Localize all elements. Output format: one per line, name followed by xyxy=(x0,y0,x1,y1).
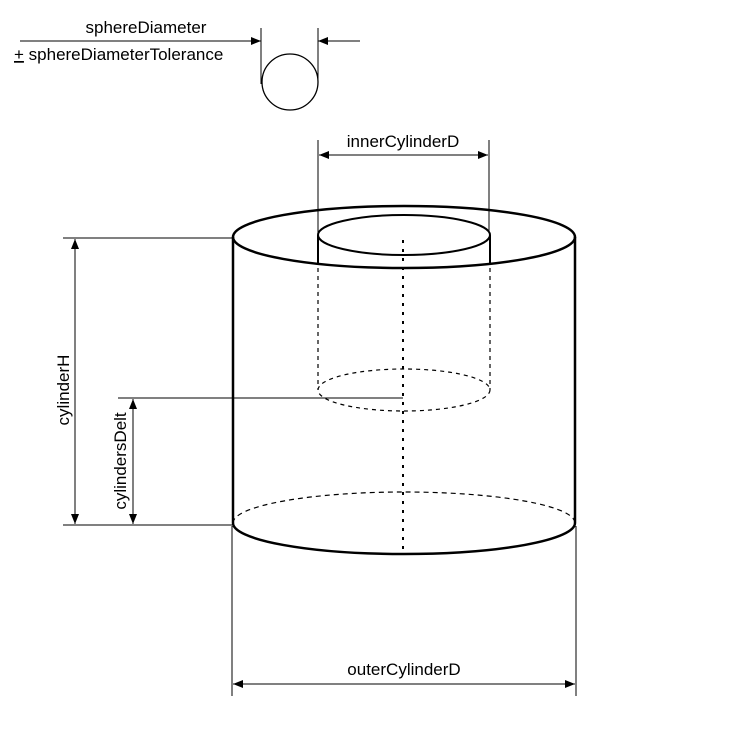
cylinder-height-label: cylinderH xyxy=(54,355,73,426)
sphere xyxy=(261,53,319,111)
sphere-group: sphereDiameter + sphereDiameterTolerance xyxy=(14,18,360,111)
outer-bottom-back-arc xyxy=(232,491,576,524)
cylinders-delta-dimension: cylindersDelt xyxy=(111,397,403,524)
sphere-tolerance-text: sphereDiameterTolerance xyxy=(24,45,223,64)
sphere-diameter-label: sphereDiameter xyxy=(86,18,207,37)
plus-minus-sign: + xyxy=(14,45,24,64)
outer-bottom-front-arc xyxy=(231,522,577,556)
outer-diameter-dimension: outerCylinderD xyxy=(231,526,577,696)
cylinder-height-dimension: cylinderH xyxy=(54,237,232,526)
inner-diameter-label: innerCylinderD xyxy=(347,132,459,151)
sphere-tolerance-label: + sphereDiameterTolerance xyxy=(14,45,223,64)
cylinders-delta-label: cylindersDelt xyxy=(111,412,130,510)
inner-diameter-dimension: innerCylinderD xyxy=(317,132,490,233)
outer-cylinder xyxy=(231,204,577,556)
outer-diameter-label: outerCylinderD xyxy=(347,660,460,679)
